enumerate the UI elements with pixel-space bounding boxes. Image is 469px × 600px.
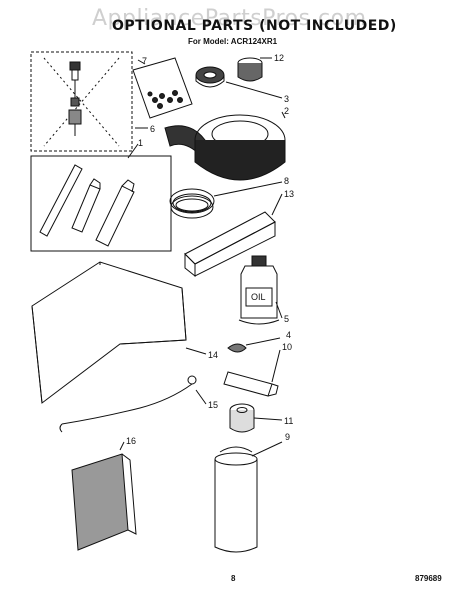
part-1-tube-kit[interactable]: [30, 155, 172, 252]
part-12-tape-roll[interactable]: [237, 57, 263, 82]
callout-8: 8: [284, 176, 289, 186]
part-11-tape-roll[interactable]: [229, 403, 255, 433]
part-8-tubing-coil[interactable]: [169, 188, 215, 219]
callout-3: 3: [284, 94, 289, 104]
callout-15: 15: [208, 400, 218, 410]
model-label: For Model: ACR124XR1: [188, 37, 278, 46]
part-10-tube[interactable]: [223, 371, 279, 397]
callout-10: 10: [282, 342, 292, 352]
part-15-cord[interactable]: [59, 375, 197, 433]
callout-5: 5: [284, 314, 289, 324]
oil-bottle-label: OIL: [251, 292, 266, 302]
callout-6: 6: [150, 124, 155, 134]
part-5-oil-bottle[interactable]: [238, 255, 280, 325]
page-title: OPTIONAL PARTS (NOT INCLUDED): [112, 18, 397, 34]
callout-4: 4: [286, 330, 291, 340]
part-2-foam-tape-roll[interactable]: [164, 114, 286, 181]
callout-16: 16: [126, 436, 136, 446]
part-4-grommet[interactable]: [227, 343, 247, 353]
callout-13: 13: [284, 189, 294, 199]
part-9-spray-can[interactable]: [214, 446, 258, 553]
callout-2: 2: [284, 106, 289, 116]
callout-7: 7: [142, 56, 147, 66]
callout-14: 14: [208, 350, 218, 360]
callout-1: 1: [138, 138, 143, 148]
part-16-filter-pad[interactable]: [71, 453, 137, 551]
callout-9: 9: [285, 432, 290, 442]
part-14-cover[interactable]: [31, 261, 187, 404]
callout-11: 11: [284, 416, 293, 426]
part-13-foam-block[interactable]: [184, 211, 276, 278]
part-3-tape-roll-small[interactable]: [195, 66, 225, 88]
part-7-parts-bag[interactable]: [132, 57, 193, 119]
callout-leader-lines: [119, 57, 286, 457]
callout-12: 12: [274, 53, 284, 63]
document-code: 879689: [415, 574, 442, 583]
part-6-valve-kit[interactable]: [30, 51, 133, 152]
page-number: 8: [231, 574, 236, 583]
watermark-text: AppliancePartsPros.com: [92, 6, 367, 31]
